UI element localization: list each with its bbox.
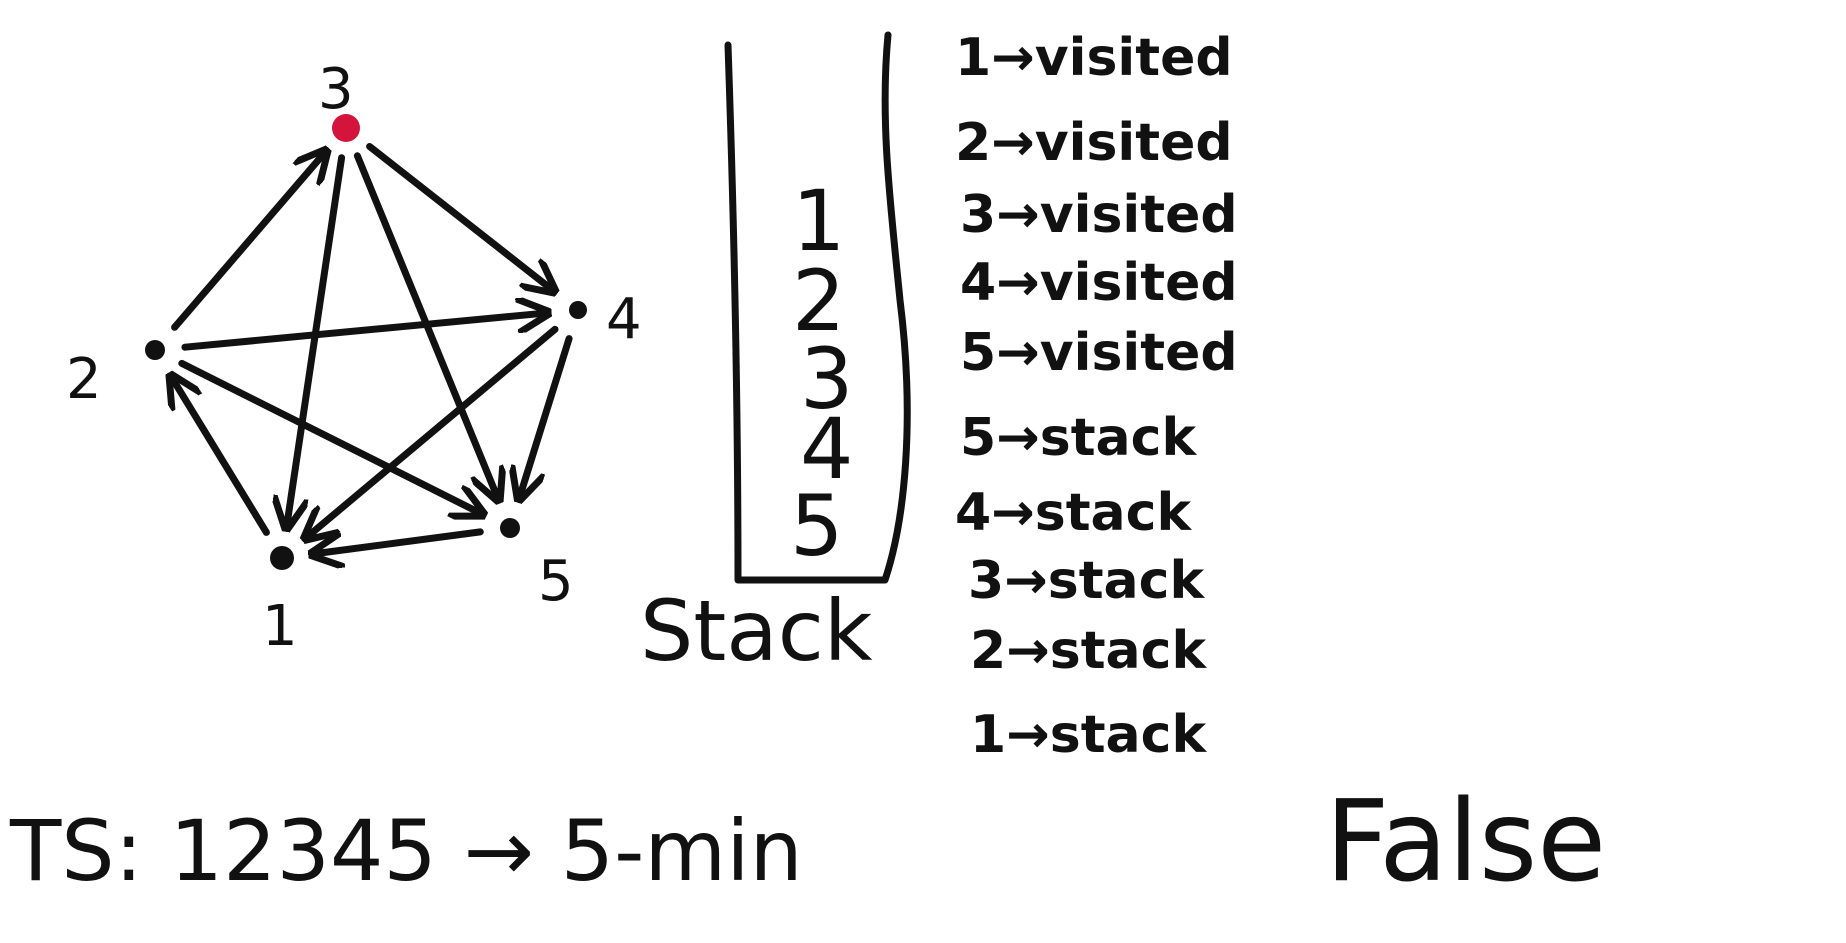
log-entry: 5→stack (960, 408, 1197, 468)
log-entry: 1→visited (955, 28, 1233, 88)
node-5-label: 5 (538, 549, 574, 614)
node-3-dot (332, 114, 360, 142)
stack-container: 1 2 3 4 5 Stack (640, 31, 911, 680)
log-entry: 1→stack (970, 705, 1207, 765)
log-entry: 5→visited (960, 323, 1238, 383)
node-2-label: 2 (66, 347, 102, 412)
node-1-label: 1 (262, 594, 298, 659)
stack-outline (724, 31, 911, 584)
graph-edges (171, 143, 573, 555)
edge-3-to-4 (366, 143, 555, 292)
edge-2-to-4 (181, 313, 548, 351)
edge-2-to-3 (171, 151, 327, 331)
log-entry: 2→visited (955, 113, 1233, 173)
stack-item: 1 (792, 172, 845, 270)
verdict-text: False (1325, 777, 1606, 907)
node-1-dot (270, 546, 294, 570)
stack-item: 5 (790, 477, 843, 575)
stack-item: 3 (800, 330, 853, 428)
node-4-dot (569, 301, 587, 319)
traversal-log: 1→visited 2→visited 3→visited 4→visited … (955, 28, 1238, 765)
log-entry: 3→visited (960, 185, 1238, 245)
stack-item: 2 (792, 252, 845, 350)
log-entry: 4→stack (955, 483, 1192, 543)
edge-5-to-1 (312, 528, 484, 554)
log-entry: 3→stack (968, 551, 1205, 611)
edge-1-to-2 (171, 376, 270, 536)
edge-4-to-5 (519, 335, 573, 500)
edge-4-to-1 (305, 325, 559, 538)
edge-3-to-1 (286, 154, 346, 529)
edge-3-to-5 (353, 152, 498, 500)
stack-label: Stack (640, 582, 873, 680)
node-5-dot (500, 518, 520, 538)
node-2-dot (145, 340, 165, 360)
node-3-label: 3 (318, 57, 354, 122)
graph-nodes: 1 2 3 4 5 (66, 57, 642, 659)
edge-2-to-5 (178, 359, 483, 514)
topological-sort-result: TS: 12345 → 5-min (9, 802, 803, 900)
stack-item: 4 (800, 400, 853, 498)
node-4-label: 4 (606, 287, 642, 352)
log-entry: 2→stack (970, 621, 1207, 681)
log-entry: 4→visited (960, 253, 1238, 313)
